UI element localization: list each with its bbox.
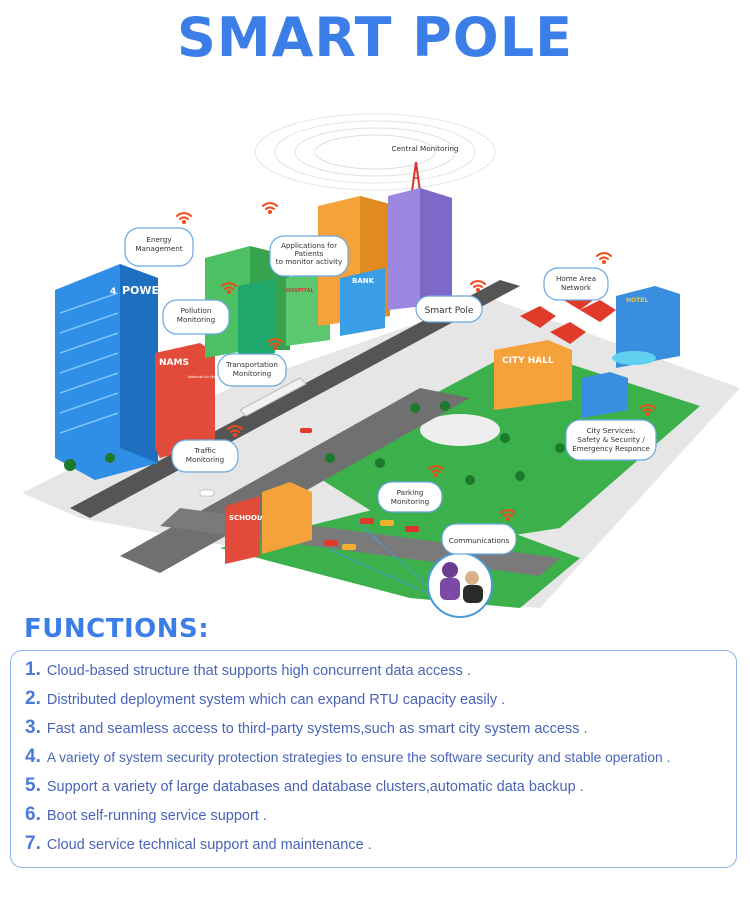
power-building: POWER 4	[55, 264, 168, 480]
svg-text:Monitoring: Monitoring	[391, 497, 429, 506]
function-text: Fast and seamless access to third-party …	[46, 721, 588, 737]
svg-text:Monitoring: Monitoring	[177, 315, 215, 324]
function-item: 3. Fast and seamless access to third-part…	[25, 717, 588, 739]
svg-text:Monitoring: Monitoring	[233, 369, 271, 378]
function-text: Boot self-running service support .	[46, 808, 267, 824]
svg-text:CITY HALL: CITY HALL	[502, 356, 554, 366]
cityhall-building: CITY HALL	[494, 340, 572, 410]
signal-rings	[254, 113, 496, 191]
callout-pollution: Pollution Monitoring	[162, 299, 230, 335]
school-building: SCHOOL	[225, 482, 312, 564]
communication-lines	[329, 522, 431, 595]
svg-text:BANK: BANK	[352, 277, 375, 285]
purple-tower	[388, 188, 452, 310]
function-item: 4. A variety of system security protectio…	[25, 746, 670, 768]
callout-city-services: City Services: Safety & Security / Emerg…	[565, 419, 657, 461]
function-number: 2.	[25, 688, 41, 709]
page-title: SMART POLE	[177, 6, 573, 69]
svg-text:Pollution: Pollution	[181, 306, 212, 315]
hotel-building: HOTEL	[612, 286, 680, 368]
function-text: Distributed deployment system which can …	[46, 692, 506, 708]
svg-text:Network: Network	[561, 283, 592, 292]
svg-text:Communications: Communications	[449, 536, 510, 545]
function-number: 5.	[25, 775, 41, 796]
svg-text:NAMS: NAMS	[159, 358, 189, 368]
callout-apps: Applications for Patients to monitor act…	[269, 235, 349, 277]
function-text: Cloud-based structure that supports high…	[46, 663, 471, 679]
callout-smartpole: Smart Pole	[415, 295, 483, 323]
function-number: 6.	[25, 804, 41, 825]
smart-city-illustration: Central Monitoring POWER 4 NAMS National…	[22, 113, 740, 618]
emergency-building	[582, 372, 628, 418]
function-item: 5. Support a variety of large databases a…	[25, 775, 584, 797]
function-item: 6. Boot self-running service support .	[25, 804, 267, 826]
svg-text:HOSPITAL: HOSPITAL	[286, 288, 314, 294]
callout-communications: Communications	[441, 523, 517, 555]
function-text: A variety of system security protection …	[46, 750, 671, 765]
svg-text:HOTEL: HOTEL	[626, 297, 648, 304]
svg-text:to monitor activity: to monitor activity	[276, 257, 343, 266]
callout-transport: Transportation Monitoring	[217, 353, 287, 387]
green-building	[238, 278, 275, 360]
callout-traffic: Traffic Monitoring	[171, 439, 239, 473]
svg-text:Energy: Energy	[146, 235, 172, 244]
svg-text:Patients: Patients	[295, 249, 324, 258]
function-number: 7.	[25, 833, 41, 854]
function-number: 4.	[25, 746, 41, 767]
svg-text:Management: Management	[135, 244, 183, 253]
svg-text:Traffic: Traffic	[193, 446, 216, 455]
svg-text:City Services:: City Services:	[586, 426, 635, 435]
function-item: 1. Cloud-based structure that supports hi…	[25, 659, 471, 681]
svg-text:Parking: Parking	[397, 488, 424, 497]
svg-text:Applications for: Applications for	[281, 241, 337, 250]
svg-text:Smart Pole: Smart Pole	[425, 306, 474, 316]
functions-list: 1. Cloud-based structure that supports hi…	[10, 650, 737, 868]
cars	[199, 428, 419, 550]
nams-building: NAMS National Air Monitoring System	[155, 343, 244, 458]
power-sign: POWER	[122, 284, 168, 297]
central-monitoring-label: Central Monitoring	[392, 144, 459, 153]
function-item: 2. Distributed deployment system which ca…	[25, 688, 505, 710]
callout-energy: Energy Management	[124, 227, 194, 267]
function-number: 3.	[25, 717, 41, 738]
function-text: Cloud service technical support and main…	[46, 837, 372, 853]
svg-text:SCHOOL: SCHOOL	[229, 514, 262, 522]
svg-text:Transportation: Transportation	[225, 360, 278, 369]
function-item: 7. Cloud service technical support and ma…	[25, 833, 372, 855]
bank-building: BANK	[340, 268, 385, 336]
svg-text:Home Area: Home Area	[556, 274, 596, 283]
svg-text:Safety & Security /: Safety & Security /	[577, 435, 645, 444]
nams-sub: National Air Monitoring System	[188, 375, 244, 379]
callout-home: Home Area Network	[543, 267, 609, 301]
svg-text:Monitoring: Monitoring	[186, 455, 224, 464]
wifi-icons	[176, 202, 656, 521]
power-logo: 4	[110, 287, 116, 297]
operators-avatar	[427, 552, 493, 618]
function-number: 1.	[25, 659, 41, 680]
train	[239, 377, 307, 417]
svg-text:Emergency Responce: Emergency Responce	[572, 444, 650, 453]
callout-parking: Parking Monitoring	[377, 481, 443, 513]
function-text: Support a variety of large databases and…	[46, 779, 584, 795]
park-plaza	[420, 414, 500, 446]
functions-heading: FUNCTIONS:	[24, 614, 210, 644]
